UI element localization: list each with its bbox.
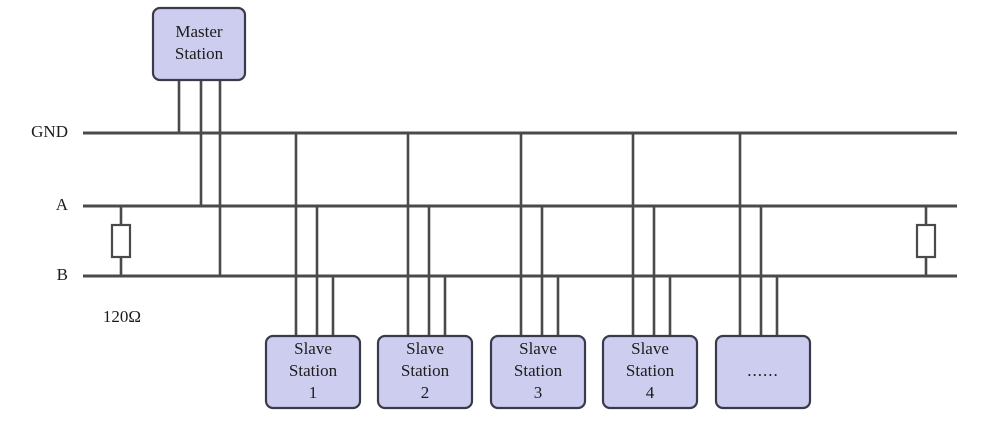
slave-station-3-label-line-2: 3 [534, 383, 543, 402]
slave-station-more-label-line-0: ...... [747, 361, 779, 380]
slave-station-1-label-line-0: Slave [294, 339, 332, 358]
slave-station-3-label-line-1: Station [514, 361, 563, 380]
master-station-label-line-1: Station [175, 44, 224, 63]
master-station-label-line-0: Master [175, 22, 223, 41]
node-layer [151, 6, 812, 410]
master-station-box[interactable] [151, 6, 247, 82]
slave-station-3-label-line-0: Slave [519, 339, 557, 358]
slave-station-more-box[interactable] [714, 334, 812, 410]
bus-layer [83, 131, 957, 278]
slave-station-2-label-line-0: Slave [406, 339, 444, 358]
terminator-left-label: 120Ω [103, 307, 141, 326]
slave-station-2-label-line-1: Station [401, 361, 450, 380]
slave-station-1-box[interactable] [264, 334, 362, 410]
slave-station-3-box[interactable] [489, 334, 587, 410]
slave-station-4-label-line-1: Station [626, 361, 675, 380]
slave-station-4-box[interactable] [601, 334, 699, 410]
slave-station-4-label-line-0: Slave [631, 339, 669, 358]
slave-station-1-label-line-1: Station [289, 361, 338, 380]
bus-label-a: A [56, 195, 69, 214]
terminator-right-body [915, 223, 937, 259]
slave-station-2-label-line-2: 2 [421, 383, 430, 402]
wire-layer [177, 80, 779, 336]
slave-station-2-box[interactable] [376, 334, 474, 410]
bus-label-gnd: GND [31, 122, 68, 141]
terminator-layer [110, 206, 937, 276]
label-layer: 120ΩGNDABMasterStationSlaveStation1Slave… [31, 22, 779, 402]
slave-station-4-label-line-2: 4 [646, 383, 655, 402]
terminator-left-body [110, 223, 132, 259]
bus-label-b: B [57, 265, 68, 284]
slave-station-1-label-line-2: 1 [309, 383, 318, 402]
